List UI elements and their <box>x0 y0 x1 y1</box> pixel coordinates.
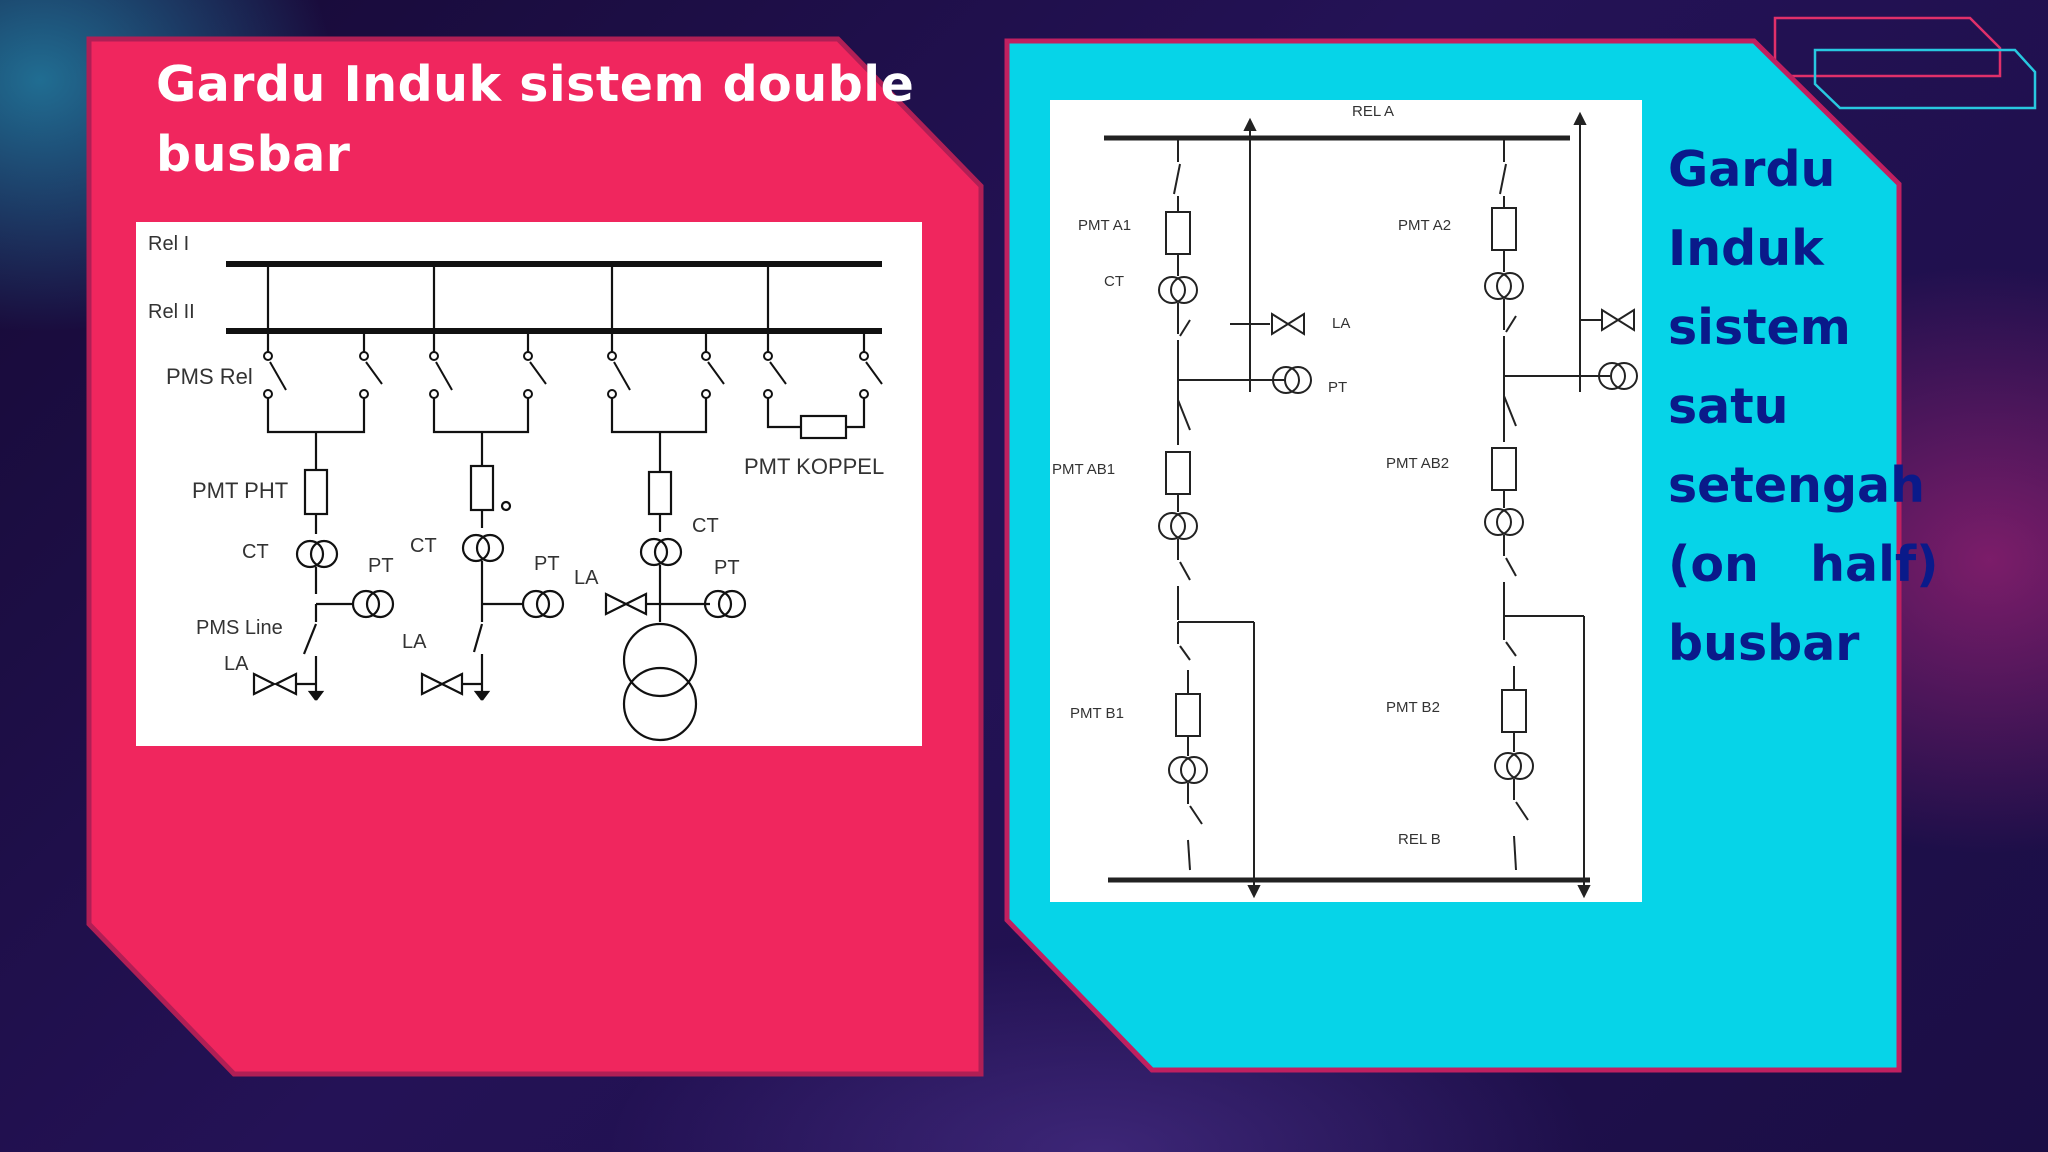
label-ct: CT <box>1104 273 1124 290</box>
right-title-line-1: Gardu <box>1668 141 1836 198</box>
left-title-line-2: busbar <box>156 126 351 183</box>
label-pmt-pht: PMT PHT <box>192 478 288 503</box>
one-half-busbar-diagram: REL A PMT A1 PMT A2 CT LA PT PMT AB1 PMT… <box>1050 100 1642 902</box>
double-busbar-diagram: Rel I Rel II PMS Rel PMT PHT PMT KOPPEL … <box>136 222 922 746</box>
right-title-line-6: (on half) <box>1668 536 1939 593</box>
label-ct-2: CT <box>410 535 437 557</box>
label-la-3: LA <box>574 567 599 589</box>
label-pt-1: PT <box>368 555 394 577</box>
right-title-line-5: setengah <box>1668 457 1925 514</box>
label-rel-2: Rel II <box>148 301 195 323</box>
label-rel-b: REL B <box>1398 831 1441 848</box>
label-pmt-a2: PMT A2 <box>1398 217 1451 234</box>
label-la-1: LA <box>224 653 249 675</box>
right-title-line-2: Induk <box>1668 220 1824 277</box>
label-ct-3: CT <box>692 515 719 537</box>
label-pt-3: PT <box>714 557 740 579</box>
label-pms-line: PMS Line <box>196 617 283 639</box>
label-pmt-b1: PMT B1 <box>1070 705 1124 722</box>
label-pmt-ab2: PMT AB2 <box>1386 455 1449 472</box>
label-rel-a: REL A <box>1352 103 1394 120</box>
label-pmt-koppel: PMT KOPPEL <box>744 454 884 479</box>
label-pt: PT <box>1328 379 1347 396</box>
label-rel-1: Rel I <box>148 233 189 255</box>
right-title-line-4: satu <box>1668 378 1789 435</box>
left-panel-title: Gardu Induk sistem double busbar <box>156 50 914 190</box>
right-title-line-3: sistem <box>1668 299 1851 356</box>
right-panel-title: Gardu Induk sistem satu setengah (on hal… <box>1668 130 1939 683</box>
label-pms-rel: PMS Rel <box>166 364 253 389</box>
label-pmt-a1: PMT A1 <box>1078 217 1131 234</box>
label-pt-2: PT <box>534 553 560 575</box>
label-la: LA <box>1332 315 1350 332</box>
label-la-2: LA <box>402 631 427 653</box>
label-pmt-ab1: PMT AB1 <box>1052 461 1115 478</box>
label-pmt-b2: PMT B2 <box>1386 699 1440 716</box>
right-title-line-7: busbar <box>1668 615 1860 672</box>
label-ct-1: CT <box>242 541 269 563</box>
left-title-line-1: Gardu Induk sistem double <box>156 56 915 113</box>
